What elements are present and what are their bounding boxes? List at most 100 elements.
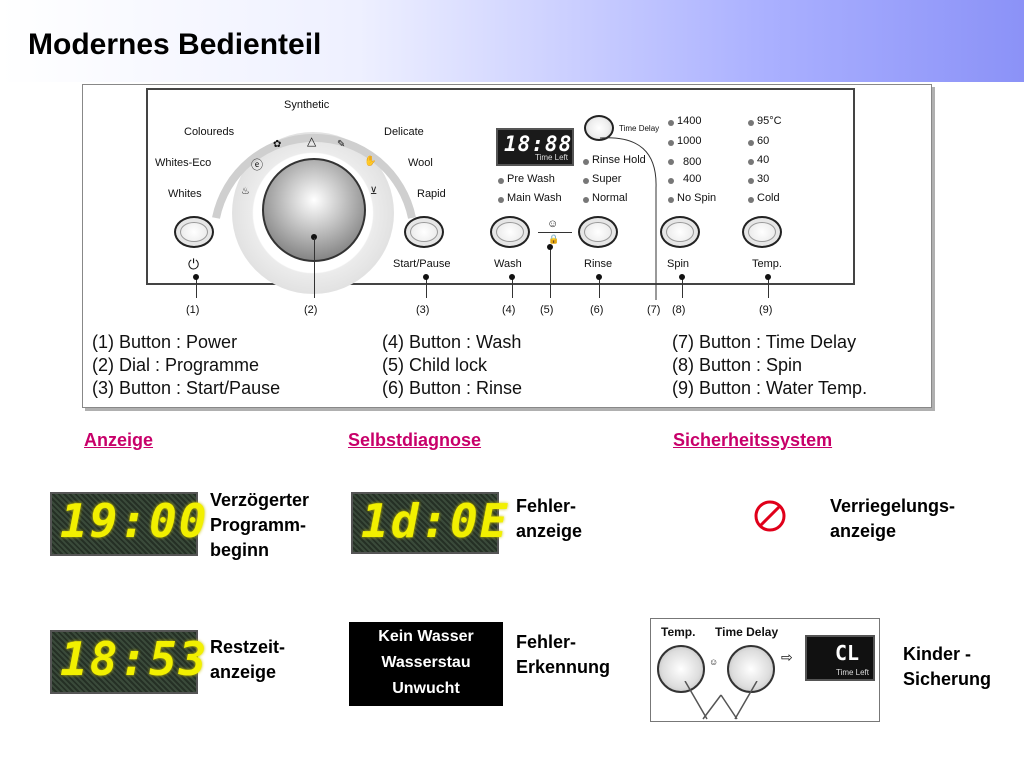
header-bar: Modernes Bedienteil bbox=[0, 0, 1024, 82]
indicator-dot bbox=[583, 197, 589, 203]
indicator-dot bbox=[583, 178, 589, 184]
callout-5: (5) bbox=[540, 304, 554, 316]
legend-item: (6) Button : Rinse bbox=[382, 378, 523, 398]
section-sicherheitssystem-title: Sicherheitssystem bbox=[673, 430, 833, 450]
program-whites: Whites bbox=[168, 188, 202, 200]
connector bbox=[512, 276, 513, 298]
spin-button[interactable] bbox=[660, 216, 700, 248]
desc-line: Verriegelungs- bbox=[830, 496, 956, 516]
synthetic-icon: △ bbox=[307, 134, 317, 148]
error-no-water: Kein Wasser bbox=[378, 628, 474, 645]
time-delay-label: Time Delay bbox=[619, 124, 660, 133]
desc-lock-indicator: Verriegelungs- anzeige bbox=[830, 494, 955, 544]
indicator-dot bbox=[668, 178, 674, 184]
callout-9: (9) bbox=[759, 304, 773, 316]
segment-display-delay: 19:00 bbox=[50, 492, 206, 556]
desc-line: Programm- bbox=[210, 515, 307, 535]
indicator-dot bbox=[748, 140, 754, 146]
rinse-label: Rinse bbox=[584, 258, 613, 270]
temp-button[interactable] bbox=[742, 216, 782, 248]
option-rinse-hold: Rinse Hold bbox=[592, 154, 646, 166]
indicator-dot bbox=[748, 120, 754, 126]
connector bbox=[768, 276, 769, 298]
rapid-icon: ⊻ bbox=[370, 186, 378, 197]
connector bbox=[196, 276, 197, 298]
time-display-digits: 18:88 bbox=[504, 132, 573, 156]
colour-icon: ✿ bbox=[273, 139, 282, 150]
spin-400: 400 bbox=[683, 173, 702, 185]
connector-dot bbox=[547, 244, 553, 250]
legend-item: (5) Child lock bbox=[382, 355, 488, 375]
time-display-sub: Time Left bbox=[534, 153, 568, 162]
desc-delayed-start: Verzögerter Programm- beginn bbox=[210, 488, 309, 563]
child-icon: ☺ bbox=[547, 218, 559, 230]
desc-line: Verzögerter bbox=[210, 490, 310, 510]
program-whites-eco: Whites-Eco bbox=[155, 157, 212, 169]
desc-line: Sicherung bbox=[903, 669, 992, 689]
eco-icon: ⓔ bbox=[251, 158, 264, 172]
desc-error-detection: Fehler- Erkennung bbox=[516, 630, 610, 680]
segment-display-remaining: 18:53 bbox=[50, 630, 206, 694]
program-synthetic: Synthetic bbox=[284, 99, 330, 111]
legend-item: (4) Button : Wash bbox=[382, 332, 522, 352]
start-pause-button[interactable] bbox=[404, 216, 444, 248]
time-display: 18:88 Time Left bbox=[496, 128, 574, 166]
indicator-dot bbox=[748, 178, 754, 184]
option-normal: Normal bbox=[592, 192, 628, 204]
spin-label: Spin bbox=[667, 258, 690, 270]
segment-digits: 1d:0E bbox=[361, 494, 510, 548]
connector bbox=[550, 246, 551, 298]
legend-item: (3) Button : Start/Pause bbox=[92, 378, 281, 398]
option-super: Super bbox=[592, 173, 622, 185]
lock-display-digits: CL bbox=[835, 641, 860, 665]
lock-temp-button bbox=[657, 645, 705, 693]
callout-6: (6) bbox=[590, 304, 604, 316]
lock-icon: 🔒 bbox=[548, 234, 560, 244]
rinse-button[interactable] bbox=[578, 216, 618, 248]
connector bbox=[599, 276, 600, 298]
child-lock-icon: ☺ bbox=[709, 657, 719, 667]
desc-error-display: Fehler- anzeige bbox=[516, 494, 582, 544]
desc-line: anzeige bbox=[516, 521, 583, 541]
desc-line: beginn bbox=[210, 540, 269, 560]
indicator-dot bbox=[748, 159, 754, 165]
finger-press-graphic bbox=[684, 681, 758, 720]
segment-digits: 18:53 bbox=[60, 632, 209, 686]
desc-line: Restzeit- bbox=[210, 637, 286, 657]
desc-child-lock: Kinder - Sicherung bbox=[903, 642, 991, 692]
connector bbox=[426, 276, 427, 298]
indicator-dot bbox=[583, 159, 589, 165]
program-coloureds: Coloureds bbox=[184, 126, 235, 138]
power-button[interactable] bbox=[174, 216, 214, 248]
arrow-right-icon: ⇨ bbox=[781, 649, 793, 665]
temp-30: 30 bbox=[757, 173, 770, 185]
temp-label: Temp. bbox=[752, 258, 782, 270]
wash-button[interactable] bbox=[490, 216, 530, 248]
power-icon: ⏻ bbox=[188, 256, 200, 272]
connector bbox=[314, 238, 315, 298]
desc-line: anzeige bbox=[210, 662, 277, 682]
lock-temp-label: Temp. bbox=[661, 625, 696, 639]
spin-no-spin: No Spin bbox=[677, 192, 717, 204]
lock-delay-label: Time Delay bbox=[715, 625, 779, 639]
legend-item: (7) Button : Time Delay bbox=[672, 332, 857, 352]
option-pre-wash: Pre Wash bbox=[507, 173, 555, 185]
program-wool: Wool bbox=[408, 157, 433, 169]
lock-display-sub: Time Left bbox=[835, 668, 869, 677]
callout-3: (3) bbox=[416, 304, 430, 316]
connector-dot bbox=[423, 274, 429, 280]
error-list-box: Kein Wasser Wasserstau Unwucht bbox=[349, 622, 503, 706]
legend-item: (1) Button : Power bbox=[92, 332, 238, 352]
time-delay-button[interactable] bbox=[584, 115, 614, 141]
indicator-dot bbox=[668, 159, 674, 165]
error-unbalance: Unwucht bbox=[392, 680, 460, 697]
connector bbox=[682, 276, 683, 298]
temp-cold: Cold bbox=[757, 192, 780, 204]
program-rapid: Rapid bbox=[417, 188, 446, 200]
lock-display: CL Time Left bbox=[805, 635, 875, 681]
connector-dot bbox=[765, 274, 771, 280]
indicator-dot bbox=[748, 197, 754, 203]
indicator-dot bbox=[668, 120, 674, 126]
temp-40: 40 bbox=[757, 154, 770, 166]
connector-dot bbox=[596, 274, 602, 280]
